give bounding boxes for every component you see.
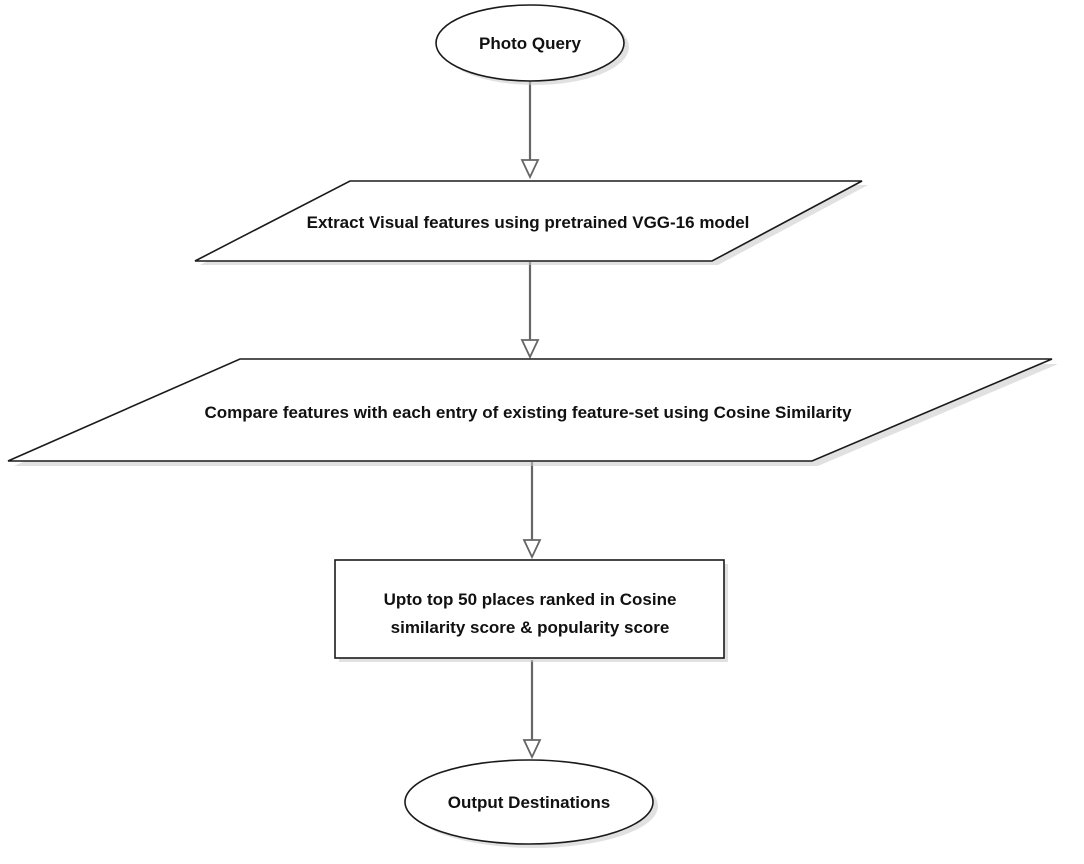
node-output-destinations: Output Destinations bbox=[404, 759, 658, 848]
edge-photo-query-to-extract bbox=[520, 80, 540, 180]
node-label: Compare features with each entry of exis… bbox=[204, 403, 852, 422]
node-label: Photo Query bbox=[479, 34, 582, 53]
arrowhead-icon bbox=[520, 339, 540, 360]
node-rank-places: Upto top 50 places ranked in Cosine simi… bbox=[334, 559, 728, 662]
node-photo-query: Photo Query bbox=[435, 4, 629, 85]
arrowhead-icon bbox=[522, 539, 542, 560]
node-label: Output Destinations bbox=[448, 793, 610, 812]
node-label-line-1: Upto top 50 places ranked in Cosine bbox=[384, 590, 677, 609]
node-label-line-2: similarity score & popularity score bbox=[391, 618, 670, 637]
node-compare-features: Compare features with each entry of exis… bbox=[7, 358, 1058, 466]
edge-extract-to-compare bbox=[520, 262, 540, 360]
edge-rank-to-output bbox=[522, 660, 542, 760]
node-extract-features: Extract Visual features using pretrained… bbox=[194, 180, 868, 265]
node-label: Extract Visual features using pretrained… bbox=[307, 213, 750, 232]
arrowhead-icon bbox=[522, 739, 542, 760]
arrowhead-icon bbox=[520, 159, 540, 180]
edge-compare-to-rank bbox=[522, 462, 542, 560]
